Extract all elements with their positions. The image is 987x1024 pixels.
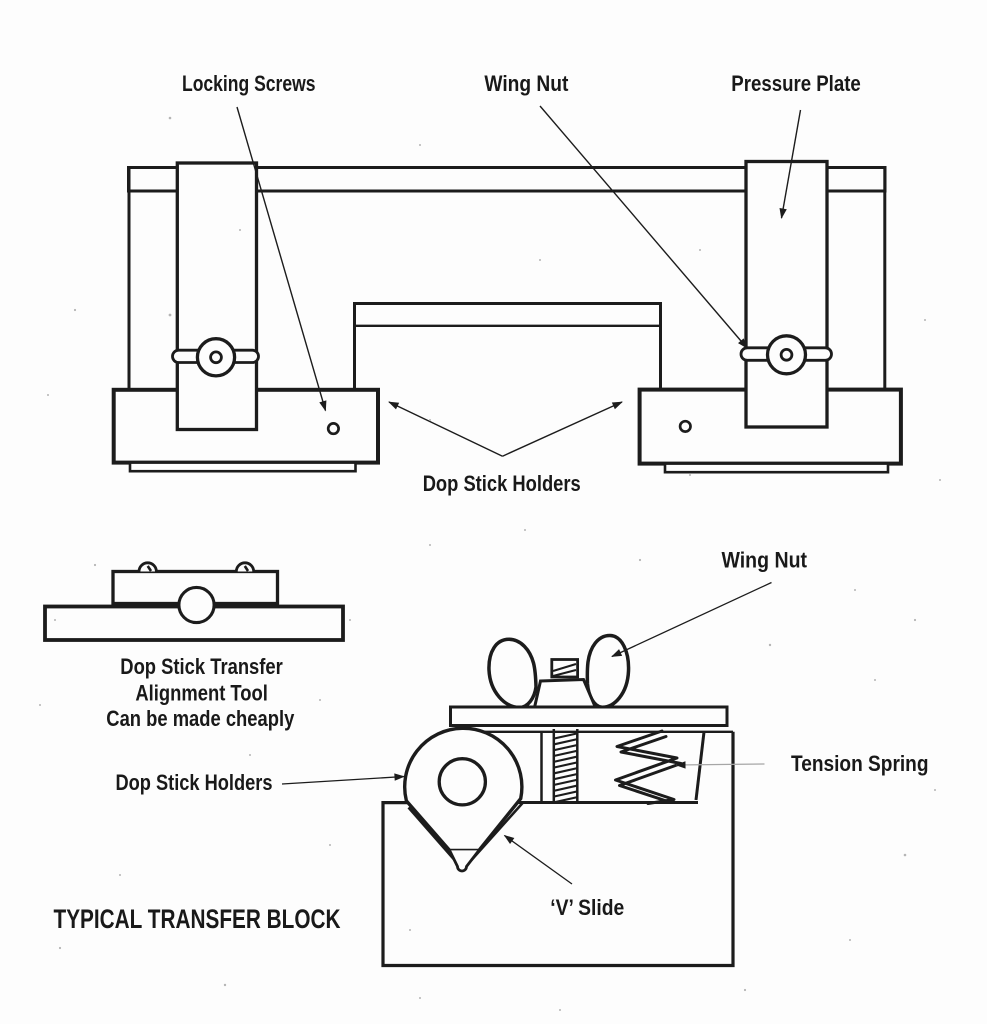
svg-text:Locking Screws: Locking Screws bbox=[182, 71, 316, 96]
svg-text:Dop Stick Transfer: Dop Stick Transfer bbox=[120, 654, 283, 679]
svg-text:Wing Nut: Wing Nut bbox=[484, 71, 569, 96]
svg-text:TYPICAL TRANSFER BLOCK: TYPICAL TRANSFER BLOCK bbox=[54, 904, 341, 934]
svg-text:Pressure Plate: Pressure Plate bbox=[731, 71, 861, 96]
svg-text:Tension Spring: Tension Spring bbox=[791, 751, 929, 776]
svg-text:‘V’ Slide: ‘V’ Slide bbox=[550, 895, 624, 920]
svg-text:Can be made cheaply: Can be made cheaply bbox=[106, 706, 295, 731]
svg-text:Dop Stick Holders: Dop Stick Holders bbox=[423, 471, 581, 496]
svg-text:Dop Stick Holders: Dop Stick Holders bbox=[116, 770, 273, 795]
svg-text:Alignment Tool: Alignment Tool bbox=[135, 681, 268, 706]
svg-text:Wing Nut: Wing Nut bbox=[722, 548, 808, 573]
